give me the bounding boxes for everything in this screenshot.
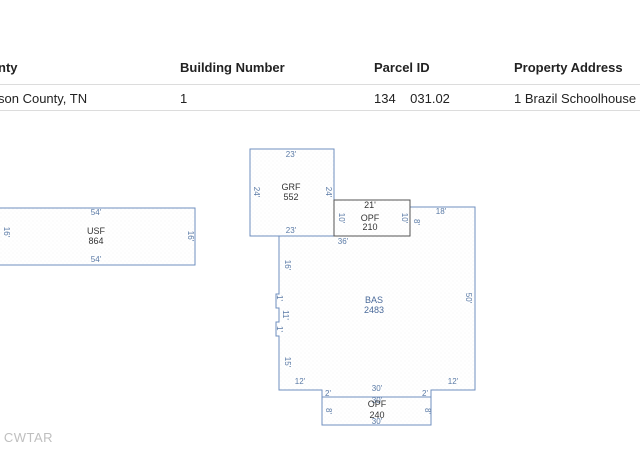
cell-parcel-id: 134 031.02	[374, 91, 450, 106]
grf-bottom-dimension: 23'	[286, 226, 297, 235]
opf-top-top-dimension: 21'	[364, 200, 376, 210]
bas-left-lower-dimension: 15'	[283, 357, 292, 368]
header-building-number: Building Number	[180, 60, 285, 75]
bas-step-left-dimension: 2'	[325, 389, 331, 398]
grf-outline	[249, 148, 335, 237]
bas-left-notch2-dimension: 1'	[275, 326, 284, 332]
row-divider	[0, 110, 640, 111]
bas-code: BAS	[365, 295, 383, 305]
opf-bottom-outline	[321, 396, 432, 426]
grf-area-value: 552	[283, 192, 298, 202]
opf-top-left-dimension: 10'	[337, 213, 346, 224]
watermark: 5 CWTAR	[0, 430, 54, 445]
opf-bottom-left-dimension: 8'	[324, 408, 333, 414]
usf-area-value: 864	[88, 236, 103, 246]
usf-top-dimension: 54'	[91, 208, 102, 217]
grf-right-dimension: 24'	[324, 187, 333, 198]
bas-top-right-dimension: 18'	[436, 207, 447, 216]
bas-top-left-dimension: 36'	[338, 237, 349, 246]
cell-property-address: 1 Brazil Schoolhouse R	[514, 91, 640, 106]
opf-top-outline	[333, 199, 411, 237]
usf-outline	[0, 207, 196, 266]
grf-top-dimension: 23'	[286, 150, 297, 159]
opf-bottom-area: 30' 30' 8' 8' OPF 240	[321, 396, 432, 426]
bas-left-notch-dimension: 1'	[275, 295, 284, 301]
usf-area: 54' 54' 16' 16' USF 864	[0, 207, 196, 266]
cell-county: son County, TN	[0, 91, 88, 106]
grf-left-dimension: 24'	[252, 187, 261, 198]
header-parcel-id: Parcel ID	[374, 60, 430, 75]
bas-outline	[275, 206, 476, 398]
property-table: nty Building Number Parcel ID Property A…	[0, 0, 640, 112]
bas-bottom-right-dimension: 12'	[448, 377, 459, 386]
opf-top-code: OPF	[361, 213, 380, 223]
usf-bottom-dimension: 54'	[91, 255, 102, 264]
opf-top-area: 21' 10' 10' OPF 210	[333, 199, 411, 237]
usf-right-dimension: 16'	[186, 231, 195, 242]
opf-bottom-bottom-dimension: 30'	[372, 417, 383, 426]
bas-right-small-dimension: 8'	[412, 219, 421, 225]
bas-bottom-left-dimension: 12'	[295, 377, 306, 386]
bas-left-upper-dimension: 16'	[283, 260, 292, 271]
bas-area: 36' 18' 50' 8' 16' 1' 11' 1' 15' 12' 30'…	[275, 206, 476, 398]
opf-top-area-value: 210	[362, 222, 377, 232]
header-county: nty	[0, 60, 18, 75]
opf-top-right-dimension: 10'	[400, 213, 409, 224]
opf-bottom-area-value: 240	[369, 410, 384, 420]
opf-bottom-right-dimension: 8'	[423, 408, 432, 414]
opf-bottom-code: OPF	[368, 399, 387, 409]
cell-building-number: 1	[180, 91, 188, 106]
usf-left-dimension: 16'	[2, 227, 11, 238]
bas-right-dimension: 50'	[464, 293, 473, 304]
grf-code: GRF	[282, 182, 302, 192]
bas-bottom-mid-dimension: 30'	[372, 384, 383, 393]
opf-bottom-top-dimension: 30'	[372, 396, 383, 405]
bas-left-middle-dimension: 11'	[281, 310, 290, 320]
bas-step-right-dimension: 2'	[422, 389, 428, 398]
bas-area-value: 2483	[364, 305, 384, 315]
header-property-address: Property Address	[514, 60, 623, 75]
header-divider	[0, 84, 640, 85]
grf-area: 23' 23' 24' 24' GRF 552	[249, 148, 335, 237]
usf-code: USF	[87, 226, 106, 236]
